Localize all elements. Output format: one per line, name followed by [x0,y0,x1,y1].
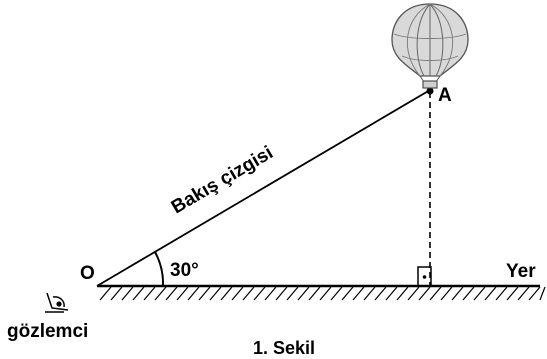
hatch-stroke [319,286,332,301]
hatch-stroke [99,286,112,301]
hatch-stroke [187,286,200,301]
right-angle-marker-icon [417,266,432,287]
angle-arc [154,251,165,287]
ground-hatching [99,286,546,301]
hatch-stroke [220,286,233,301]
hatch-stroke [473,286,486,301]
hatch-stroke [484,286,497,301]
hatch-stroke [297,286,310,301]
hatch-stroke [165,286,178,301]
label-ground: Yer [506,261,536,282]
hatch-stroke [330,286,343,301]
hatch-stroke [275,286,288,301]
eye-icon [45,292,69,313]
hatch-stroke [352,286,365,301]
hatch-stroke [143,286,156,301]
line-of-sight [96,89,431,287]
hatch-stroke [110,286,123,301]
hatch-stroke [308,286,321,301]
hatch-stroke [429,286,442,301]
hatch-stroke [341,286,354,301]
hatch-stroke [286,286,299,301]
hatch-stroke [176,286,189,301]
hatch-stroke [396,286,409,301]
hatch-stroke [528,286,541,301]
point-a-dot [426,87,434,95]
hatch-stroke [242,286,255,301]
hatch-stroke [407,286,420,301]
label-angle: 30° [170,260,199,281]
hatch-stroke [506,286,519,301]
hatch-stroke [495,286,508,301]
hatch-stroke [418,286,431,301]
label-point-a: A [438,85,452,106]
hatch-stroke [385,286,398,301]
label-line-of-sight: Bakış çizgisi [168,142,277,218]
hatch-stroke [264,286,277,301]
hatch-stroke [209,286,222,301]
hatch-stroke [363,286,376,301]
hatch-stroke [440,286,453,301]
hatch-stroke [374,286,387,301]
figure-caption: 1. Şekil [253,338,315,354]
hatch-stroke [462,286,475,301]
ground [97,284,546,301]
hatch-stroke [132,286,145,301]
hatch-stroke [231,286,244,301]
balloon-basket [422,80,438,89]
label-observer: gözlemci [7,321,88,342]
hatch-stroke [121,286,134,301]
hatch-stroke [154,286,167,301]
label-point-o: O [80,263,95,284]
hatch-stroke [451,286,464,301]
hatch-stroke [198,286,211,301]
hot-air-balloon-icon [391,3,469,89]
hatch-stroke [253,286,266,301]
hatch-stroke [539,286,546,301]
hatch-stroke [517,286,530,301]
